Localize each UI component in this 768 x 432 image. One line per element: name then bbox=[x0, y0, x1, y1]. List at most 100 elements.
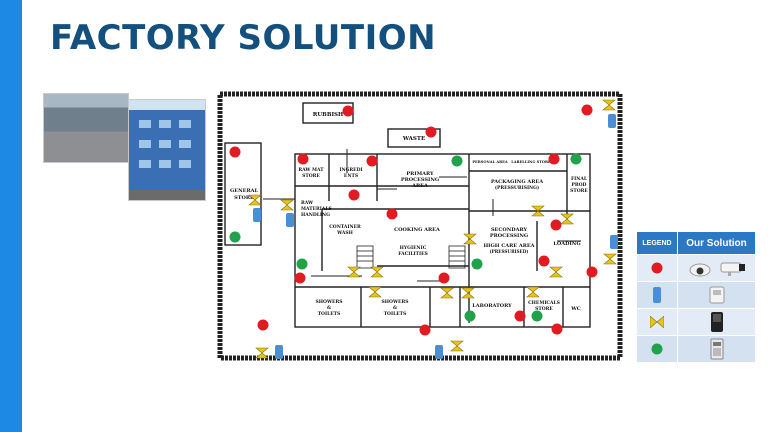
camera-marker bbox=[386, 208, 398, 220]
label-showers2-3: TOILETS bbox=[384, 311, 407, 317]
label-rubbish: RUBBISH bbox=[313, 112, 343, 118]
camera-marker bbox=[297, 153, 309, 165]
label-raw-mat-1: RAW MAT bbox=[298, 167, 324, 173]
control-panel-icon bbox=[710, 338, 723, 360]
label-hygienic-1: HYGIENIC bbox=[400, 245, 427, 251]
floor-plan-svg: RUBBISH WASTE GENERAL STORE RAW MAT STOR… bbox=[217, 91, 623, 361]
label-primary-2: PROCESSING bbox=[401, 177, 439, 183]
camera-marker bbox=[551, 323, 563, 335]
label-container-1: CONTAINER bbox=[329, 224, 361, 230]
label-raw-mat-2: STORE bbox=[302, 173, 320, 179]
reader-marker bbox=[275, 345, 283, 359]
label-showers2-2: & bbox=[393, 305, 397, 311]
legend-row-camera bbox=[637, 254, 755, 281]
label-labelling: LABELLING STORE bbox=[511, 160, 551, 164]
panel-marker bbox=[296, 258, 308, 270]
green-dot-icon bbox=[651, 343, 663, 355]
door-marker bbox=[450, 340, 464, 352]
camera-marker bbox=[229, 146, 241, 158]
label-showers2-1: SHOWERS bbox=[382, 299, 409, 305]
factory-photo-exterior bbox=[43, 93, 129, 163]
legend-table: LEGEND Our Solution bbox=[637, 232, 755, 362]
yellow-valve-icon bbox=[650, 316, 664, 328]
door-marker bbox=[531, 205, 545, 217]
camera-marker bbox=[419, 324, 431, 336]
label-primary-1: PRIMARY bbox=[406, 171, 434, 177]
red-dot-icon bbox=[651, 262, 663, 274]
dome-camera-icon bbox=[689, 263, 710, 277]
door-terminal-icon bbox=[710, 312, 723, 332]
camera-marker bbox=[514, 310, 526, 322]
label-ingredients-2: ENTS bbox=[344, 173, 358, 179]
label-wc: WC bbox=[570, 306, 581, 312]
reader-marker bbox=[286, 213, 294, 227]
label-hygienic-2: FACILITIES bbox=[398, 251, 428, 257]
access-reader-icon bbox=[709, 286, 724, 304]
label-final-3: STORE bbox=[570, 188, 588, 194]
door-marker bbox=[526, 286, 540, 298]
panel-marker bbox=[531, 310, 543, 322]
label-high-care-1: HIGH CARE AREA bbox=[483, 243, 534, 249]
label-showers1-1: SHOWERS bbox=[316, 299, 343, 305]
wall-general-store bbox=[224, 142, 262, 246]
camera-marker bbox=[257, 319, 269, 331]
bullet-camera-icon bbox=[720, 262, 745, 276]
door-marker bbox=[347, 266, 361, 278]
legend-header-solution: Our Solution bbox=[677, 232, 755, 254]
label-secondary-1: SECONDARY bbox=[491, 227, 528, 233]
label-primary-3: AREA bbox=[411, 183, 428, 189]
accent-bar bbox=[0, 0, 22, 432]
door-marker bbox=[368, 286, 382, 298]
door-marker bbox=[255, 347, 269, 359]
label-chemicals-1: CHEMICALS bbox=[528, 300, 560, 306]
door-marker bbox=[602, 99, 616, 111]
panel-marker bbox=[229, 231, 241, 243]
reader-marker bbox=[253, 208, 261, 222]
reader-marker bbox=[435, 345, 443, 359]
label-general-store-2: STORE bbox=[234, 195, 254, 201]
camera-marker bbox=[348, 189, 360, 201]
legend-header-symbol: LEGEND bbox=[637, 232, 677, 254]
factory-photo-building bbox=[128, 99, 206, 201]
outer-wall bbox=[217, 91, 623, 361]
label-showers1-2: & bbox=[327, 305, 331, 311]
camera-marker bbox=[438, 272, 450, 284]
panel-marker bbox=[570, 153, 582, 165]
door-marker bbox=[560, 213, 574, 225]
label-loading: LOADING bbox=[553, 241, 580, 247]
legend-row-reader bbox=[637, 281, 755, 308]
camera-marker bbox=[425, 126, 437, 138]
label-showers1-3: TOILETS bbox=[318, 311, 341, 317]
wall-waste bbox=[387, 128, 441, 148]
label-chemicals-2: STORE bbox=[535, 306, 553, 312]
label-general-store-1: GENERAL bbox=[230, 188, 258, 194]
camera-marker bbox=[550, 219, 562, 231]
legend-row-panel bbox=[637, 335, 755, 362]
camera-marker bbox=[366, 155, 378, 167]
door-marker bbox=[603, 253, 617, 265]
reader-marker bbox=[610, 235, 618, 249]
stairs-a bbox=[356, 245, 374, 269]
camera-marker bbox=[548, 153, 560, 165]
label-packaging-1: PACKAGING AREA bbox=[491, 179, 543, 185]
panel-marker bbox=[471, 258, 483, 270]
label-raw-handling-1: RAW bbox=[301, 200, 314, 206]
label-packaging-2: (PRESSURISING) bbox=[495, 184, 539, 191]
camera-marker bbox=[538, 255, 550, 267]
panel-marker bbox=[451, 155, 463, 167]
label-high-care-2: (PRESSURISED) bbox=[490, 249, 529, 254]
door-marker bbox=[280, 199, 294, 211]
label-secondary-2: PROCESSING bbox=[490, 233, 528, 239]
camera-marker bbox=[586, 266, 598, 278]
label-container-2: WASH bbox=[336, 230, 354, 236]
device-markers bbox=[229, 99, 618, 359]
legend-row-door bbox=[637, 308, 755, 335]
door-marker bbox=[549, 266, 563, 278]
label-personal: PERSONAL AREA bbox=[472, 160, 508, 164]
panel-marker bbox=[464, 310, 476, 322]
door-marker bbox=[440, 287, 454, 299]
label-raw-handling-2: MATERIALS bbox=[301, 206, 332, 212]
label-final-1: FINAL bbox=[571, 176, 588, 182]
label-waste: WASTE bbox=[402, 136, 425, 142]
label-cooking: COOKING AREA bbox=[394, 227, 440, 233]
